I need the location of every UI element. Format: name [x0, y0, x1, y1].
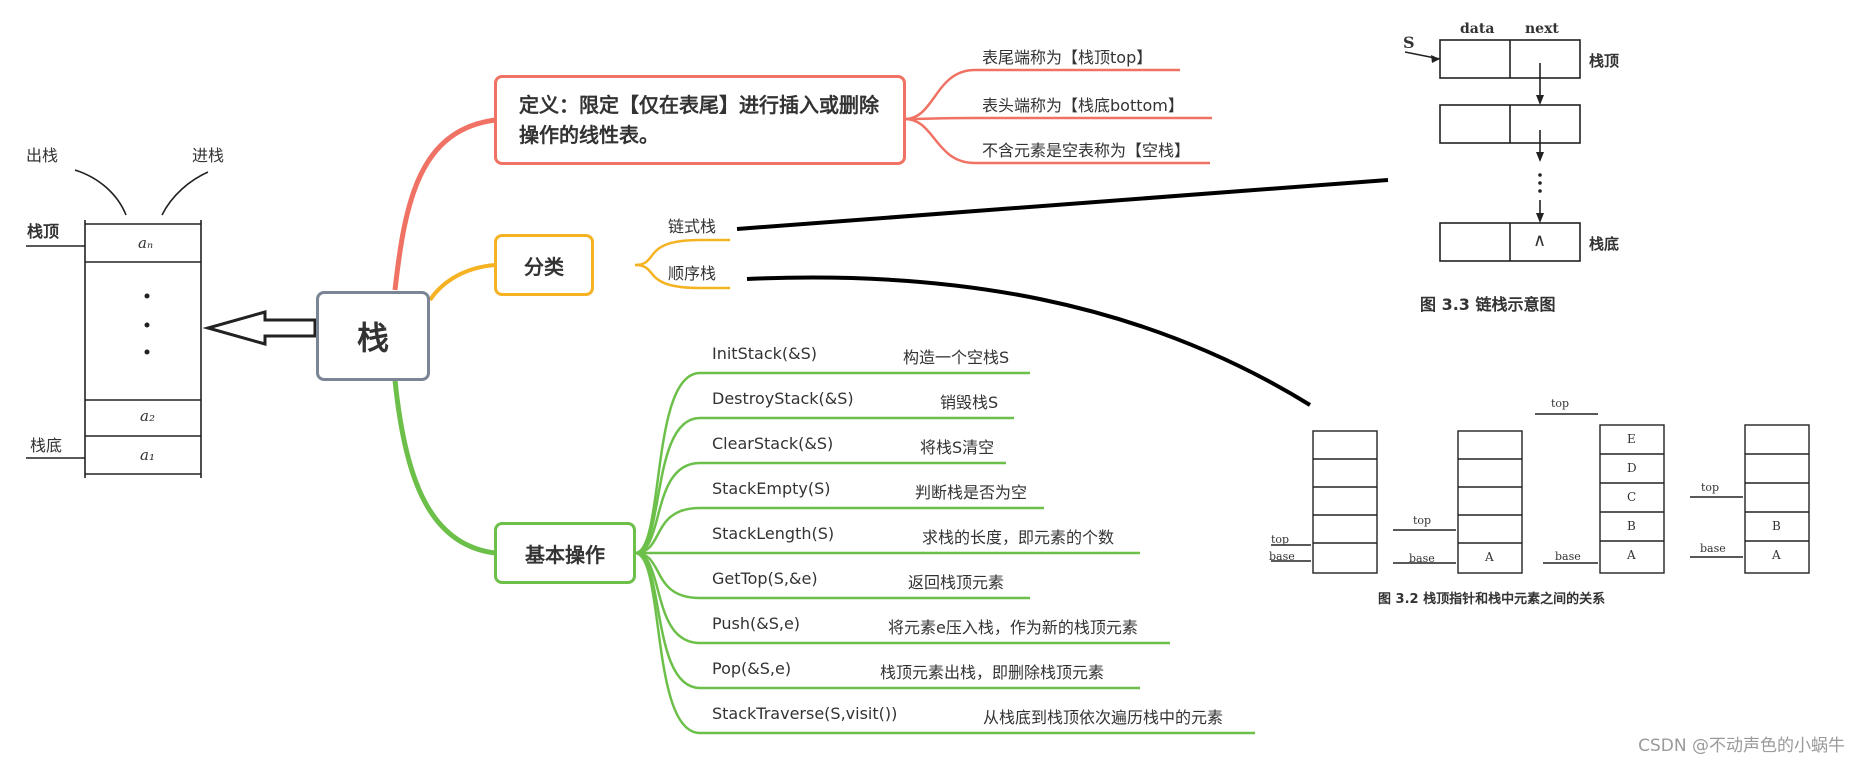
central-node[interactable]: 栈	[316, 291, 430, 381]
top-pointer: top	[1271, 533, 1290, 546]
op-desc: 从栈底到栈顶依次遍历栈中的元素	[983, 708, 1224, 727]
hollow-arrow-icon	[202, 310, 317, 346]
definition-label: 定义：限定【仅在表尾】进行插入或删除操作的线性表。	[519, 93, 879, 147]
linked-figure-caption: 图 3.3 链栈示意图	[1420, 295, 1556, 314]
op-desc: 将元素e压入栈，作为新的栈顶元素	[888, 618, 1138, 637]
op-name: StackTraverse(S,visit())	[712, 704, 898, 723]
classification-label: 分类	[524, 254, 564, 279]
op-name: InitStack(&S)	[712, 344, 817, 363]
base-pointer: base	[1269, 550, 1295, 563]
sequential-figure-caption: 图 3.2 栈顶指针和栈中元素之间的关系	[1378, 592, 1606, 607]
central-node-label: 栈	[356, 319, 389, 357]
definition-child-3: 不含元素是空表称为【空栈】	[982, 141, 1191, 160]
linked-bottom-label: 栈底	[1589, 235, 1620, 253]
op-desc: 销毁栈S	[940, 393, 999, 412]
sequential-stack-diagram	[1271, 413, 1810, 574]
classification-child-sequential: 顺序栈	[668, 264, 717, 283]
pop-label: 出栈	[26, 146, 59, 165]
op-name: DestroyStack(&S)	[712, 389, 854, 408]
stack-figure: 出栈 进栈 栈顶 栈底 aₙ a₂ a₁	[0, 0, 260, 520]
op-desc: 判断栈是否为空	[915, 483, 1028, 502]
op-name: GetTop(S,&e)	[712, 569, 818, 588]
cell-c: C	[1627, 490, 1637, 504]
op-desc: 求栈的长度，即元素的个数	[922, 528, 1115, 547]
op-name: Pop(&S,e)	[712, 659, 792, 678]
stack-top-label: 栈顶	[27, 222, 60, 241]
element-a1: a₁	[140, 446, 155, 464]
linked-top-label: 栈顶	[1589, 52, 1620, 70]
operations-node[interactable]: 基本操作	[494, 522, 636, 584]
classification-child-linked: 链式栈	[668, 217, 717, 236]
cell-a: A	[1485, 550, 1494, 564]
cell-b: B	[1772, 519, 1781, 533]
base-pointer: base	[1700, 542, 1726, 555]
next-label: next	[1525, 21, 1559, 37]
stack-diagram	[26, 169, 209, 478]
element-an: aₙ	[138, 234, 154, 252]
watermark: CSDN @不动声色的小蜗牛	[1638, 736, 1845, 756]
base-pointer: base	[1555, 550, 1581, 563]
op-name: ClearStack(&S)	[712, 434, 834, 453]
op-desc: 构造一个空栈S	[903, 348, 1010, 367]
operations-label: 基本操作	[525, 542, 605, 567]
definition-child-2: 表头端称为【栈底bottom】	[982, 96, 1184, 115]
sequential-stack-figure: top base top base top base top base A E …	[1245, 385, 1825, 615]
cell-a: A	[1772, 548, 1781, 562]
top-pointer: top	[1701, 481, 1720, 494]
classification-node[interactable]: 分类	[494, 234, 594, 296]
op-desc: 返回栈顶元素	[908, 573, 1005, 592]
element-a2: a₂	[140, 407, 155, 425]
op-desc: 栈顶元素出栈，即删除栈顶元素	[880, 663, 1105, 682]
base-pointer: base	[1409, 552, 1435, 565]
top-pointer: top	[1413, 514, 1432, 527]
cell-e: E	[1627, 432, 1636, 446]
linked-stack-figure: S data next 栈顶 ∧ 栈底 图 3.3 链栈示意图	[1385, 15, 1645, 325]
definition-child-1: 表尾端称为【栈顶top】	[982, 48, 1153, 67]
s-pointer-label: S	[1403, 33, 1415, 52]
stack-bottom-label: 栈底	[30, 436, 63, 455]
cell-b: B	[1627, 519, 1636, 533]
cell-d: D	[1627, 461, 1637, 475]
push-label: 进栈	[192, 146, 225, 165]
op-desc: 将栈S清空	[920, 438, 995, 457]
op-name: StackLength(S)	[712, 524, 835, 543]
op-name: Push(&S,e)	[712, 614, 801, 633]
op-name: StackEmpty(S)	[712, 479, 831, 498]
definition-node[interactable]: 定义：限定【仅在表尾】进行插入或删除操作的线性表。	[494, 75, 906, 165]
cell-a: A	[1627, 548, 1636, 562]
data-label: data	[1460, 21, 1495, 37]
top-pointer: top	[1551, 397, 1570, 410]
linked-stack-diagram	[1404, 39, 1581, 262]
null-symbol: ∧	[1533, 230, 1547, 251]
